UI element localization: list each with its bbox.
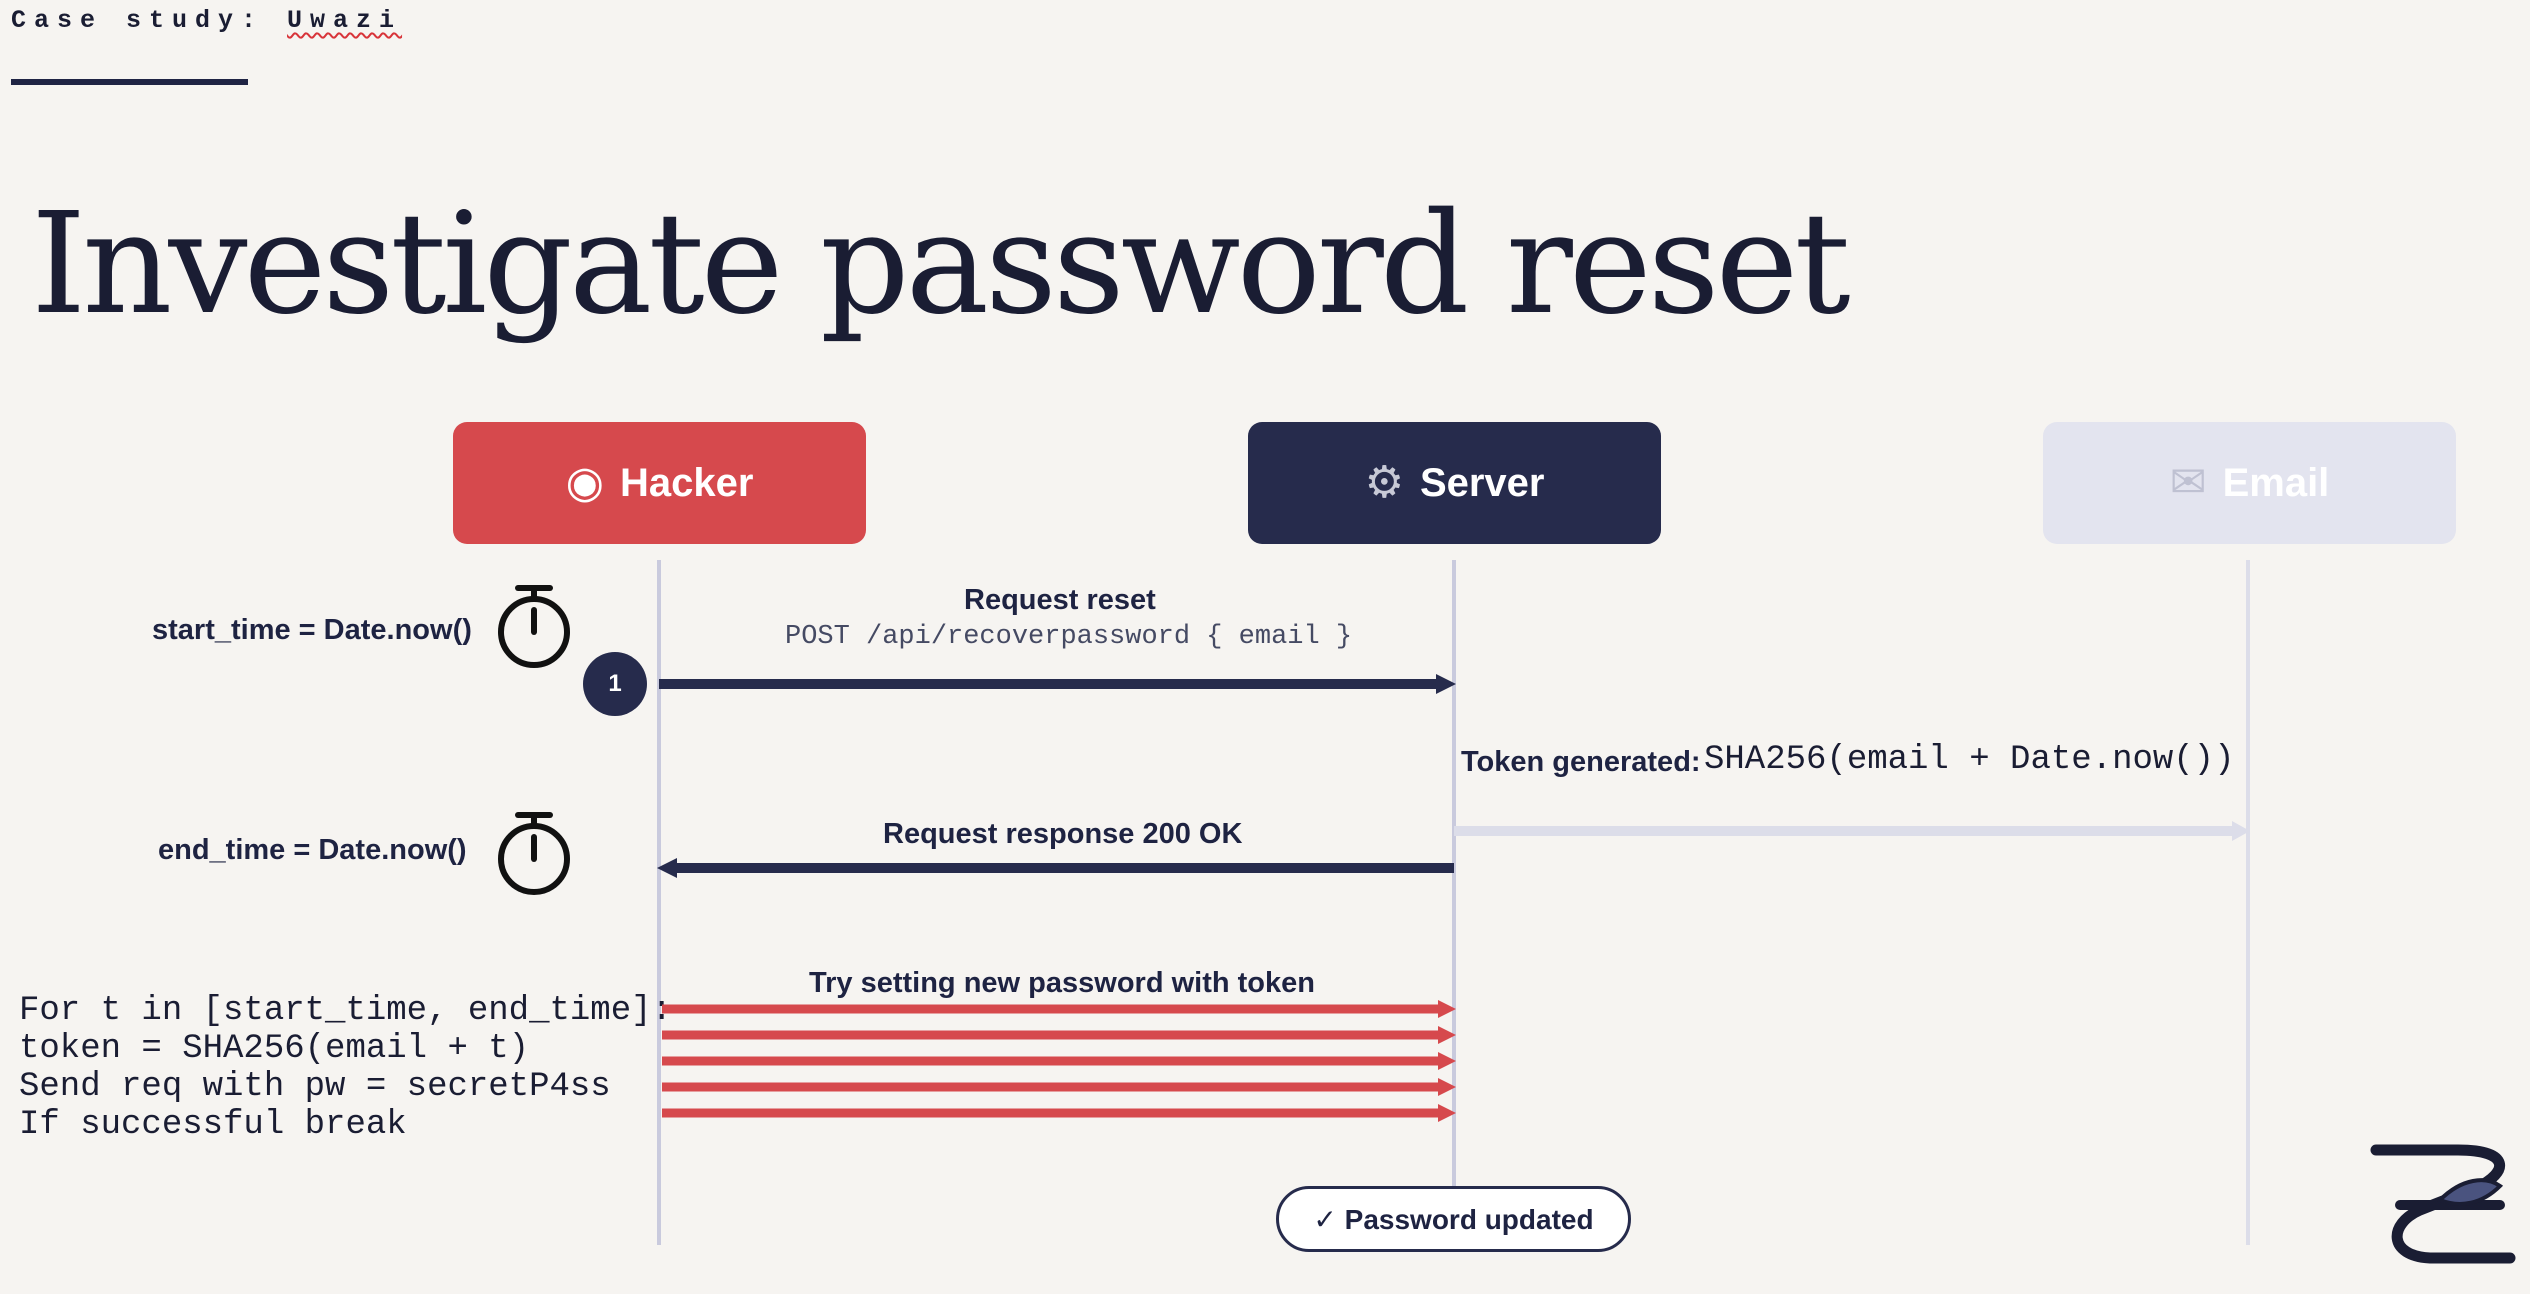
stopwatch-icon [498,585,570,668]
arrow-token-to-email [1454,821,2250,841]
code-line: For t in [start_time, end_time]: [19,992,672,1030]
actor-email: ✉ Email [2043,422,2456,544]
password-updated-badge: ✓ Password updated [1276,1186,1631,1252]
brand-logo [2370,1144,2516,1264]
attempt-arrow [662,1026,1456,1044]
actor-server-label: Server [1419,460,1545,505]
target-icon: ◉ [565,458,604,507]
case-study-kicker: Case study: Uwazi [11,6,402,35]
code-line: token = SHA256(email + t) [19,1030,530,1068]
actor-email-label: Email [2222,460,2330,505]
attempt-arrow [662,1078,1456,1096]
gear-icon: ⚙ [1364,458,1404,507]
attempt-arrow [662,1104,1456,1122]
loop-code: For t in [start_time, end_time]:token = … [19,992,672,1144]
lifeline-hacker [657,560,661,1245]
request-reset-label: Request reset [964,584,1156,616]
lifeline-server [1452,560,1456,1245]
actor-hacker-label: Hacker [619,460,754,505]
arrow-request-reset [659,674,1456,694]
envelope-icon: ✉ [2169,458,2207,507]
arrow-response [657,858,1454,878]
attempt-arrow [662,1052,1456,1070]
start-time-label: start_time = Date.now() [152,614,472,646]
lifeline-email [2246,560,2250,1245]
end-time-label: end_time = Date.now() [158,834,467,866]
kicker-name: Uwazi [287,6,403,35]
actor-hacker: ◉ Hacker [453,422,866,544]
code-line: Send req with pw = secretP4ss [19,1068,611,1106]
kicker-underline [11,79,248,85]
token-generated-label: Token generated: [1461,746,1701,778]
brute-force-label: Try setting new password with token [809,967,1315,999]
code-line: If successful break [19,1106,407,1144]
stopwatch-icon [498,812,570,895]
response-label: Request response 200 OK [883,818,1243,850]
kicker-prefix: Case study: [11,6,288,35]
request-reset-endpoint: POST /api/recoverpassword { email } [785,622,1353,652]
actor-server: ⚙ Server [1248,422,1661,544]
brute-force-arrows [662,1000,1456,1122]
token-formula: SHA256(email + Date.now()) [1704,741,2235,779]
step-badge: 1 [583,652,647,716]
slide-title: Investigate password reset [31,183,1851,346]
attempt-arrow [662,1000,1456,1018]
